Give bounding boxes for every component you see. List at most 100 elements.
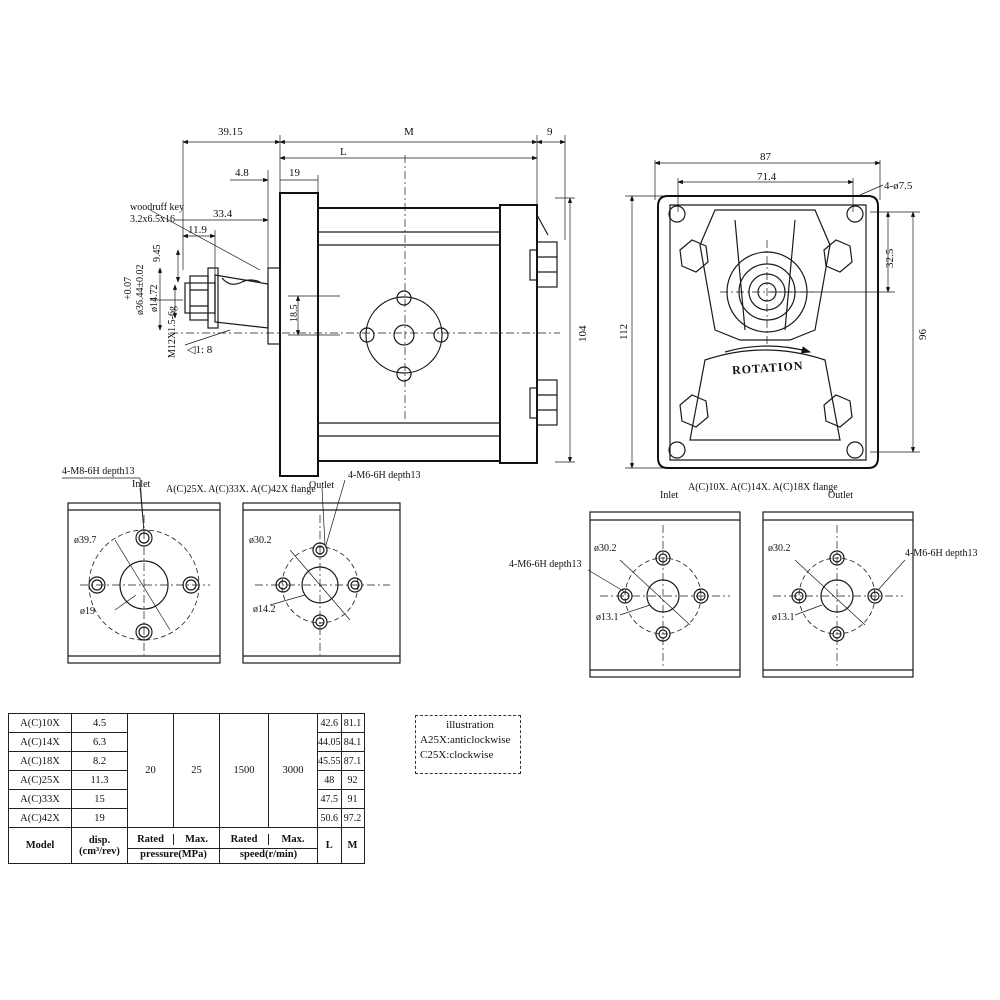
illustration-line2: C25X:clockwise [420, 749, 494, 761]
dim-11-9: 11.9 [188, 224, 207, 236]
header-model: Model [8, 827, 72, 864]
model-cell: A(C)33X [8, 789, 72, 809]
header-max-pressure: Max. [173, 834, 219, 845]
f4-thread: 4-M6-6H depth13 [905, 548, 978, 559]
f1-inlet: Inlet [132, 479, 151, 490]
model-cell: A(C)10X [8, 713, 72, 733]
l-cell: 50.6 [317, 808, 342, 828]
taper-label: ◁1: 8 [187, 344, 213, 356]
m-cell: 84.1 [340, 732, 365, 752]
dim-14-72: ø14.72 [149, 285, 160, 313]
m-cell: 97.2 [340, 808, 365, 828]
header-disp-line1: disp. [88, 834, 111, 846]
l-cell: 42.6 [317, 713, 342, 733]
f2-d1: ø30.2 [249, 535, 272, 546]
header-rated-pressure: Rated [137, 834, 164, 845]
dim-32-5: 32.5 [884, 248, 896, 268]
illustration-line1: A25X:anticlockwise [420, 734, 511, 746]
flange-detail-3 [587, 511, 741, 678]
table-header-row: Model disp. (cm³/rev) Rated Max. pressur… [8, 827, 365, 864]
l-cell: 48 [317, 770, 342, 790]
f2-outlet: Outlet [309, 480, 334, 491]
f1-d2: ø19 [80, 606, 95, 617]
f3-inlet: Inlet [660, 490, 679, 501]
dim-M: M [404, 126, 414, 138]
disp-cell: 15 [71, 789, 128, 809]
f2-d2: ø14.2 [253, 604, 276, 615]
header-rated-speed: Rated [230, 834, 258, 845]
m-cell: 81.1 [340, 713, 365, 733]
header-max-speed: Max. [268, 834, 317, 845]
m-cell: 91 [340, 789, 365, 809]
f3-thread: 4-M6-6H depth13 [509, 559, 582, 570]
thread-label: M12X1.5-6g [167, 306, 178, 358]
side-view [149, 135, 575, 477]
rated-pressure-cell: 20 [127, 713, 174, 828]
header-pressure: Rated Max. pressure(MPa) [127, 827, 220, 864]
flange-detail-4 [762, 511, 914, 678]
f4-d2: ø13.1 [772, 612, 795, 623]
dim-36-44: ø36.44±0.02 [135, 265, 146, 316]
dim-112: 112 [618, 324, 630, 340]
f1-thread: 4-M8-6H depth13 [62, 466, 135, 477]
header-M: M [340, 827, 365, 864]
disp-cell: 4.5 [71, 713, 128, 733]
l-cell: 45.55 [317, 751, 342, 771]
dim-71-4: 71.4 [757, 171, 777, 183]
f3-d1: ø30.2 [594, 543, 617, 554]
header-disp: disp. (cm³/rev) [71, 827, 128, 864]
max-pressure-cell: 25 [173, 713, 220, 828]
rotation-label: ROTATION [732, 358, 804, 377]
header-speed-unit: speed(r/min) [239, 849, 298, 860]
f3-d2: ø13.1 [596, 612, 619, 623]
table-row: A(C)18X 8.2 45.55 87.1 [8, 751, 365, 771]
m-cell: 87.1 [340, 751, 365, 771]
right-flange-title: A(C)10X. A(C)14X. A(C)18X flange [688, 482, 838, 493]
dim-9: 9 [547, 126, 553, 138]
model-cell: A(C)18X [8, 751, 72, 771]
woodruff-label: woodruff key [130, 202, 184, 213]
front-view [625, 160, 920, 469]
dim-tol: +0.07 [123, 277, 134, 300]
table-row: A(C)42X 19 50.6 97.2 [8, 808, 365, 828]
table-row: A(C)33X 15 47.5 91 [8, 789, 365, 809]
dim-104: 104 [577, 325, 589, 342]
dim-33-4: 33.4 [213, 208, 233, 220]
dim-19: 19 [289, 167, 301, 179]
spec-table: A(C)10X 4.5 20 25 1500 3000 42.6 81.1 A(… [8, 713, 365, 864]
f2-thread: 4-M6-6H depth13 [348, 470, 421, 481]
header-pressure-unit: pressure(MPa) [140, 849, 207, 860]
l-cell: 44.05 [317, 732, 342, 752]
header-disp-line2: (cm³/rev) [79, 845, 120, 857]
f4-d1: ø30.2 [768, 543, 791, 554]
flange-detail-1 [62, 477, 221, 664]
rated-speed-cell: 1500 [219, 713, 269, 828]
l-cell: 47.5 [317, 789, 342, 809]
dim-18-5: 18.5 [289, 305, 300, 323]
dim-96: 96 [917, 329, 929, 341]
dim-4-8: 4.8 [235, 167, 249, 179]
f4-outlet: Outlet [828, 490, 853, 501]
table-row: A(C)10X 4.5 20 25 1500 3000 42.6 81.1 [8, 713, 365, 828]
dim-9-45: 9.45 [152, 245, 163, 263]
model-cell: A(C)42X [8, 808, 72, 828]
header-speed: Rated Max. speed(r/min) [219, 827, 318, 864]
model-cell: A(C)25X [8, 770, 72, 790]
disp-cell: 6.3 [71, 732, 128, 752]
disp-cell: 19 [71, 808, 128, 828]
dim-87: 87 [760, 151, 772, 163]
dim-39-15: 39.15 [218, 126, 243, 138]
illustration-note: illustration A25X:anticlockwise C25X:clo… [415, 715, 521, 774]
disp-cell: 8.2 [71, 751, 128, 771]
disp-cell: 11.3 [71, 770, 128, 790]
header-L: L [317, 827, 342, 864]
f1-d1: ø39.7 [74, 535, 97, 546]
left-flange-title: A(C)25X. A(C)33X. A(C)42X flange [166, 484, 316, 495]
m-cell: 92 [340, 770, 365, 790]
model-cell: A(C)14X [8, 732, 72, 752]
max-speed-cell: 3000 [268, 713, 318, 828]
woodruff-size: 3.2x6.5x16 [130, 214, 175, 225]
illustration-title: illustration [446, 719, 494, 731]
dim-L: L [340, 146, 347, 158]
